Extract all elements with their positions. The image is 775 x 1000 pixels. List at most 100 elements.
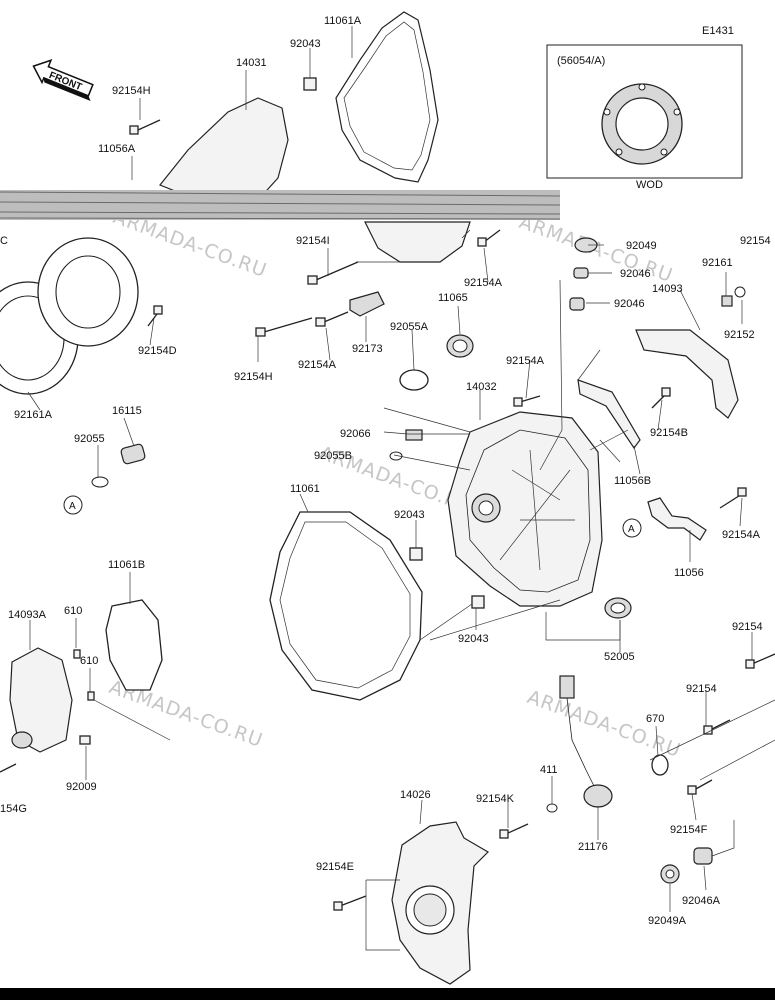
label-670: 670 <box>646 713 664 725</box>
bolt-92154H-top <box>129 119 161 135</box>
label-92043-top: 92043 <box>290 38 321 50</box>
label-11061B: 11061B <box>108 559 145 571</box>
label-92049A: 92049A <box>648 915 687 927</box>
cap-92173 <box>349 291 385 317</box>
sensor-21176 <box>559 675 613 808</box>
bolt-92154H-mid <box>255 317 313 337</box>
label-610b: 610 <box>80 655 98 667</box>
front-arrow-icon: FRONT <box>32 59 94 102</box>
label-154G: 154G <box>0 803 27 815</box>
cover-14093A <box>9 647 73 753</box>
bolt-92154K <box>499 823 529 839</box>
label-92154A-mid: 92154A <box>298 359 337 371</box>
bolt-92154I <box>307 261 359 285</box>
label-92154-r3: 92154 <box>686 683 717 695</box>
label-14032: 14032 <box>466 381 497 393</box>
label-14031: 14031 <box>236 57 267 69</box>
leader-lines <box>27 26 775 951</box>
label-14093A: 14093A <box>8 609 47 621</box>
callout-A-right-label: A <box>628 524 635 535</box>
diagram-code: E1431 <box>702 25 734 37</box>
label-92161A: 92161A <box>14 409 53 421</box>
label-92154D: 92154D <box>138 345 177 357</box>
label-92154H-top: 92154H <box>112 85 151 97</box>
pin-610b <box>87 691 95 701</box>
label-92154B: 92154B <box>650 427 688 439</box>
gasket-11061B <box>105 599 163 691</box>
label-92154-tr: 92154 <box>740 235 771 247</box>
bottom-bar <box>0 988 775 1000</box>
inset-box: (56054/A) WOD <box>546 44 743 191</box>
label-92154H-mid: 92154H <box>234 371 273 383</box>
label-92009: 92009 <box>66 781 97 793</box>
seal-52005 <box>604 597 632 619</box>
bolt-92154A-top <box>477 229 501 247</box>
seal-92049A <box>660 864 680 884</box>
label-92154I: 92154I <box>296 235 330 247</box>
bolt-92154-r2 <box>745 653 775 669</box>
label-92043-low: 92043 <box>458 633 489 645</box>
bolt-92154A-mid <box>315 311 349 327</box>
clutch-cover-14032 <box>447 411 603 607</box>
label-92046-a: 92046 <box>620 268 651 280</box>
plug-16115 <box>91 443 146 488</box>
bolt-92043-top <box>303 77 317 91</box>
cover-14031 <box>159 97 289 206</box>
plate-92154D-cover <box>37 237 139 347</box>
cover-lower-half <box>364 221 471 263</box>
callout-A-left: A <box>63 495 83 515</box>
label-14093: 14093 <box>652 283 683 295</box>
label-11061: 11061 <box>290 483 320 495</box>
gasket-11061A <box>335 11 439 183</box>
label-92055: 92055 <box>74 433 105 445</box>
label-11065: 11065 <box>438 292 468 304</box>
section-break <box>0 190 561 220</box>
dowel-92043-mid <box>409 547 423 561</box>
bracket-11056B <box>577 379 641 450</box>
label-11056A: 11056A <box>98 143 136 155</box>
label-92154A-d: 92154A <box>722 529 761 541</box>
label-52005: 52005 <box>604 651 635 663</box>
bolt-92009 <box>79 735 91 745</box>
label-92043-mid: 92043 <box>394 509 425 521</box>
inset-seal-ring <box>601 83 683 165</box>
label-16115: 16115 <box>112 405 142 417</box>
label-411: 411 <box>540 764 558 776</box>
label-92046-b: 92046 <box>614 298 645 310</box>
label-21176: 21176 <box>578 841 608 853</box>
bolts <box>0 77 775 911</box>
label-92055B: 92055B <box>314 450 352 462</box>
part-labels: 11061A 92043 14031 92154H 11056A C 92154… <box>0 15 771 927</box>
label-92055A: 92055A <box>390 321 429 333</box>
label-92154E: 92154E <box>316 861 354 873</box>
label-11056B: 11056B <box>614 475 651 487</box>
bracket-11056 <box>647 497 707 541</box>
label-92154-r2: 92154 <box>732 621 763 633</box>
label-610a: 610 <box>64 605 82 617</box>
seal-11065 <box>446 334 474 358</box>
label-92152: 92152 <box>724 329 755 341</box>
label-92173: 92173 <box>352 343 383 355</box>
bolt-92154A-c <box>513 395 541 407</box>
seal-92046-b <box>569 297 585 311</box>
collar-92161 <box>721 295 733 307</box>
label-11056: 11056 <box>674 567 704 579</box>
pin-610a <box>73 649 81 659</box>
seal-92046-a <box>573 267 589 279</box>
label-92161: 92161 <box>702 257 733 269</box>
label-92154K: 92154K <box>476 793 515 805</box>
gasket-11061 <box>269 511 423 701</box>
label-C: C <box>0 235 8 247</box>
label-92046A: 92046A <box>682 895 721 907</box>
bolt-92066 <box>389 429 423 461</box>
washer-411 <box>546 803 558 813</box>
bolt-154G <box>0 763 17 773</box>
bracket-14093 <box>635 329 739 419</box>
bolt-92154E <box>333 895 367 911</box>
dowel-92043-low <box>471 595 485 609</box>
inset-note: WOD <box>636 179 663 191</box>
label-92066: 92066 <box>340 428 371 440</box>
o-ring-92055A <box>399 369 429 391</box>
bolt-92154A-d <box>719 487 747 509</box>
